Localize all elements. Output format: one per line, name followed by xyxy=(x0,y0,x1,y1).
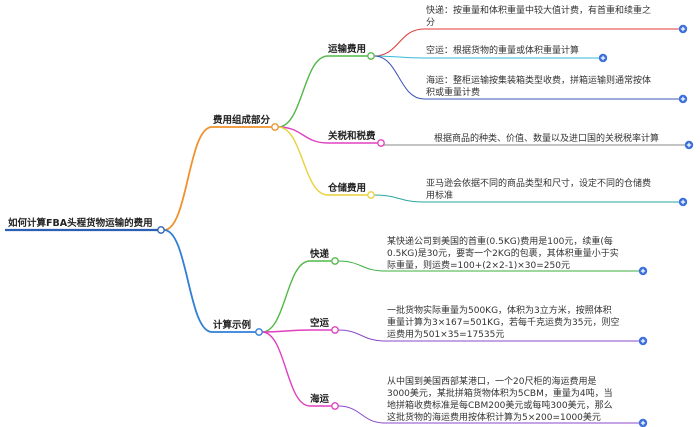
leaf-line: 3000美元，某批拼箱货物体积为5CBM，重量为4吨，当 xyxy=(387,389,613,399)
leaf-sea-billing: 海运：整柜运输按集装箱类型收费，拼箱运输则通常按体 积或重量计费 xyxy=(426,75,651,99)
leaf-air-example: 一批货物实际重量为500KG，体积为3立方米，按照体积 重量计算为3×167=5… xyxy=(387,305,620,341)
leaf-line: 运费用为501×35=17535元 xyxy=(387,330,505,340)
branch-label: 计算示例 xyxy=(213,320,252,331)
edge-cost-transport xyxy=(277,55,329,128)
expand-plus-icon[interactable] xyxy=(638,418,648,427)
branch-calculation-examples[interactable]: 计算示例 xyxy=(213,320,251,332)
leaf-sea-example: 从中国到美国西部某港口，一个20尺柜的海运费用是 3000美元，某批拼箱货物体积… xyxy=(387,376,613,424)
expand-plus-icon[interactable] xyxy=(678,24,688,34)
leaf-line: 际重量，则运费=100+(2×2-1)×30=250元 xyxy=(387,261,570,271)
edge-root-cost xyxy=(163,126,213,231)
node-transport-cost[interactable]: 运输费用 xyxy=(328,44,366,56)
node-dot xyxy=(367,52,375,60)
expand-plus-icon[interactable] xyxy=(598,53,608,63)
node-label: 海运 xyxy=(310,394,330,405)
node-example-sea[interactable]: 海运 xyxy=(310,394,329,406)
node-dot xyxy=(331,257,339,265)
root-node[interactable]: 如何计算FBA头程货物运输的费用 xyxy=(8,218,153,230)
leaf-line: 一批货物实际重量为500KG，体积为3立方米，按照体积 xyxy=(387,306,612,316)
leaf-air-billing: 空运：根据货物的重量或体积重量计算 xyxy=(426,45,579,57)
node-storage-cost[interactable]: 仓储费用 xyxy=(328,183,366,195)
edge-cost-storage xyxy=(277,126,329,196)
leaf-line: 根据商品的种类、价值、数量以及进口国的关税税率计算 xyxy=(434,134,660,144)
edge-cost-tariff xyxy=(277,126,329,144)
leaf-storage-standard: 亚马逊会依据不同的商品类型和尺寸，设定不同的仓储费 用标准 xyxy=(426,178,651,202)
edge-leaf-ex-air xyxy=(337,329,386,342)
leaf-express-example: 某快递公司到美国的首重(0.5KG)费用是100元，续重(每 0.5KG)是30… xyxy=(387,236,619,272)
leaf-line: 重量计算为3×167=501KG，若每千克运费为35元，则空 xyxy=(387,318,620,328)
leaf-line: 快递：按重量和体积重量中较大值计费，有首重和续重之 xyxy=(426,6,652,16)
leaf-line: 海运：整柜运输按集装箱类型收费，拼箱运输则通常按体 xyxy=(426,76,652,86)
leaf-line: 从中国到美国西部某港口，一个20尺柜的海运费用是 xyxy=(387,377,597,387)
leaf-line: 空运：根据货物的重量或体积重量计算 xyxy=(426,46,580,56)
edge-ex-express xyxy=(261,260,311,333)
node-dot xyxy=(271,123,279,131)
expand-plus-icon[interactable] xyxy=(678,94,688,104)
branch-label: 费用组成部分 xyxy=(213,115,271,126)
leaf-line: 用标准 xyxy=(426,191,454,201)
node-dot xyxy=(331,326,339,334)
edge-leaf-storage xyxy=(373,194,425,203)
leaf-line: 这批货物的海运费用按体积计算为5×200=1000美元 xyxy=(387,413,601,423)
node-example-air[interactable]: 空运 xyxy=(310,318,329,330)
branch-cost-components[interactable]: 费用组成部分 xyxy=(213,115,270,127)
edge-ex-air xyxy=(261,329,311,333)
root-label: 如何计算FBA头程货物运输的费用 xyxy=(8,218,153,229)
expand-plus-icon[interactable] xyxy=(638,266,648,276)
node-label: 快递 xyxy=(310,249,330,260)
edge-leaf-sea xyxy=(373,55,425,100)
expand-plus-icon[interactable] xyxy=(684,140,694,150)
edge-leaf-express xyxy=(373,28,425,57)
expand-plus-icon[interactable] xyxy=(638,336,648,346)
leaf-express-billing: 快递：按重量和体积重量中较大值计费，有首重和续重之 分 xyxy=(426,5,651,29)
node-tariffs-taxes[interactable]: 关税和税费 xyxy=(328,131,376,143)
node-dot xyxy=(367,191,375,199)
expand-plus-icon[interactable] xyxy=(678,197,688,207)
edge-root-examples xyxy=(163,229,213,333)
node-label: 仓储费用 xyxy=(328,183,367,194)
edge-ex-sea xyxy=(261,331,311,407)
edge-leaf-ex-sea xyxy=(337,405,386,424)
edge-leaf-air xyxy=(373,55,425,59)
mindmap-connectors xyxy=(5,28,686,424)
leaf-line: 亚马逊会依据不同的商品类型和尺寸，设定不同的仓储费 xyxy=(426,179,652,189)
node-example-express[interactable]: 快递 xyxy=(310,249,329,261)
leaf-line: 分 xyxy=(426,18,436,28)
leaf-line: 地拼箱收费标准是每CBM200美元或每吨300美元，那么 xyxy=(387,401,613,411)
node-dot xyxy=(331,402,339,410)
leaf-tariff-basis: 根据商品的种类、价值、数量以及进口国的关税税率计算 xyxy=(434,133,659,145)
leaf-line: 积或重量计费 xyxy=(426,88,481,98)
node-label: 空运 xyxy=(310,318,330,329)
node-dot xyxy=(377,139,385,147)
leaf-line: 某快递公司到美国的首重(0.5KG)费用是100元，续重(每 xyxy=(387,237,613,247)
leaf-line: 0.5KG)是30元，要寄一个2KG的包裹，其体积重量小于实 xyxy=(387,249,619,259)
node-dot xyxy=(157,226,165,234)
node-dot xyxy=(255,328,263,336)
node-label: 关税和税费 xyxy=(328,131,376,142)
edge-leaf-ex-express xyxy=(337,260,386,272)
mindmap-nodes xyxy=(157,24,694,427)
node-label: 运输费用 xyxy=(328,44,367,55)
